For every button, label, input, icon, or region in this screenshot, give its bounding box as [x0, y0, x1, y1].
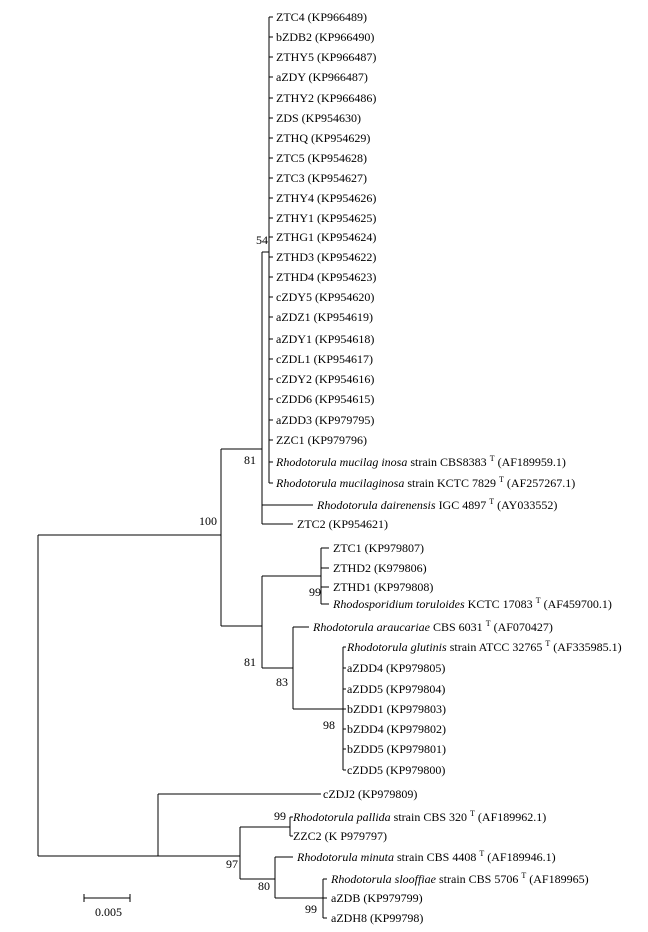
- taxon-label: bZDD5 (KP979801): [347, 742, 446, 756]
- taxon-label: cZDY2 (KP954616): [276, 372, 374, 386]
- taxon-label: aZDD4 (KP979805): [347, 661, 445, 675]
- taxon-label: cZDD5 (KP979800): [347, 763, 445, 777]
- taxon-label: ZTC3 (KP954627): [276, 171, 367, 185]
- bootstrap-value-99-slooffiae: 99: [305, 902, 317, 916]
- taxon-label: ZTC5 (KP954628): [276, 151, 367, 165]
- taxon-label: Rhodotorula mucilag inosa strain CBS8383…: [275, 454, 566, 469]
- taxon-label: aZDB (KP979799): [331, 891, 423, 905]
- taxon-label: aZDY1 (KP954618): [276, 332, 374, 346]
- taxon-label: ZZC1 (KP979796): [276, 433, 367, 447]
- taxon-label: ZTHY2 (KP966486): [276, 91, 376, 105]
- taxon-label: aZDD3 (KP979795): [276, 413, 374, 427]
- scale-bar: 0.005: [83, 894, 131, 919]
- bootstrap-value-98: 98: [323, 718, 335, 732]
- taxon-label: ZTC1 (KP979807): [333, 541, 424, 555]
- taxon-label: aZDZ1 (KP954619): [276, 310, 373, 324]
- taxon-label: ZDS (KP954630): [276, 111, 361, 125]
- taxon-label: aZDH8 (KP99798): [331, 911, 423, 925]
- taxon-label: Rhodotorula mucilaginosa strain KCTC 782…: [275, 475, 575, 490]
- scale-bar-label: 0.005: [95, 905, 122, 919]
- taxon-label: bZDB2 (KP966490): [276, 30, 374, 44]
- taxon-label: cZDD6 (KP954615): [276, 392, 374, 406]
- taxon-label: ZTHD4 (KP954623): [276, 270, 376, 284]
- taxon-label: aZDD5 (KP979804): [347, 682, 445, 696]
- taxon-labels: ZTC4 (KP966489) bZDB2 (KP966490) ZTHY5 (KP…: [275, 10, 622, 925]
- taxon-label: cZDJ2 (KP979809): [323, 787, 417, 801]
- taxon-label: ZTHY1 (KP954625): [276, 211, 376, 225]
- bootstrap-value-81-glutinis: 81: [244, 655, 256, 669]
- bootstrap-value-81-mucilaginosa: 81: [244, 453, 256, 467]
- taxon-label: cZDY5 (KP954620): [276, 290, 374, 304]
- bootstrap-value-83: 83: [276, 675, 288, 689]
- bootstrap-value-80: 80: [258, 879, 270, 893]
- taxon-label: ZTHD1 (KP979808): [333, 580, 433, 594]
- bootstrap-value-100: 100: [199, 514, 217, 528]
- taxon-label: ZTHY4 (KP954626): [276, 191, 376, 205]
- taxon-label: bZDD1 (KP979803): [347, 702, 446, 716]
- bootstrap-value-97: 97: [226, 857, 238, 871]
- bootstrap-value-99-pallida: 99: [274, 809, 286, 823]
- taxon-label: ZTHG1 (KP954624): [276, 230, 376, 244]
- bootstrap-value-99-toruloides: 99: [309, 585, 321, 599]
- taxon-label: ZTC4 (KP966489): [276, 10, 367, 24]
- tree-branches: [37, 16, 346, 919]
- taxon-label: ZTHQ (KP954629): [276, 131, 370, 145]
- taxon-label: ZZC2 (K P979797): [293, 829, 387, 843]
- taxon-label: ZTHY5 (KP966487): [276, 50, 376, 64]
- taxon-label: bZDD4 (KP979802): [347, 722, 446, 736]
- bootstrap-value-54: 54: [256, 233, 268, 247]
- taxon-label: aZDY (KP966487): [276, 70, 368, 84]
- taxon-label: ZTHD3 (KP954622): [276, 250, 376, 264]
- taxon-label: cZDL1 (KP954617): [276, 352, 373, 366]
- taxon-label: ZTC2 (KP954621): [297, 517, 388, 531]
- taxon-label: ZTHD2 (K979806): [333, 561, 427, 575]
